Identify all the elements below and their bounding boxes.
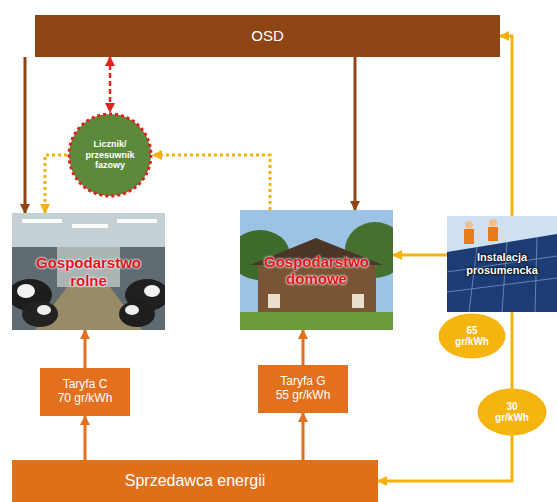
connector (302, 413, 305, 460)
connector (84, 416, 87, 460)
circle-fill (69, 114, 151, 196)
node-label: Instalacja prosumencka (452, 251, 552, 276)
node-label: Licznik/ przesuwnik fazowy (78, 139, 142, 170)
price-ellipse: 30 gr/kWh (477, 388, 547, 436)
tariff-box: Taryfa C 70 gr/kWh (40, 368, 130, 416)
node-label: Taryfa C 70 gr/kWh (57, 378, 113, 406)
ellipse-fill (439, 314, 506, 359)
connector (109, 57, 112, 112)
node-label: Gospodarstwo domowe (252, 253, 382, 288)
connector (84, 330, 87, 368)
node-label: Gospodarstwo rolne (24, 254, 154, 289)
ellipse-fill (478, 389, 547, 436)
meter-circle: Licznik/ przesuwnik fazowy (67, 112, 153, 198)
seller-bar: Sprzedawca energii (12, 460, 378, 502)
price-ellipse: 65 gr/kWh (438, 313, 506, 359)
connector (24, 57, 27, 213)
connector (153, 155, 270, 210)
node-label: OSD (251, 27, 284, 44)
connector (302, 330, 305, 365)
tariff-box: Taryfa G 55 gr/kWh (258, 365, 348, 413)
connector (45, 155, 67, 213)
house-photo-box: Gospodarstwo domowe (240, 210, 393, 330)
node-label: 30 gr/kWh (492, 401, 532, 424)
osd-bar: OSD (35, 15, 500, 57)
node-label: Taryfa G 55 gr/kWh (275, 375, 331, 403)
connector (500, 36, 512, 216)
connector (393, 254, 447, 257)
prosumer-photo-box: Instalacja prosumencka (447, 216, 557, 312)
connector (354, 57, 357, 210)
farm-photo-box: Gospodarstwo rolne (12, 213, 165, 330)
node-label: Sprzedawca energii (125, 472, 266, 490)
node-label: 65 gr/kWh (452, 325, 492, 348)
